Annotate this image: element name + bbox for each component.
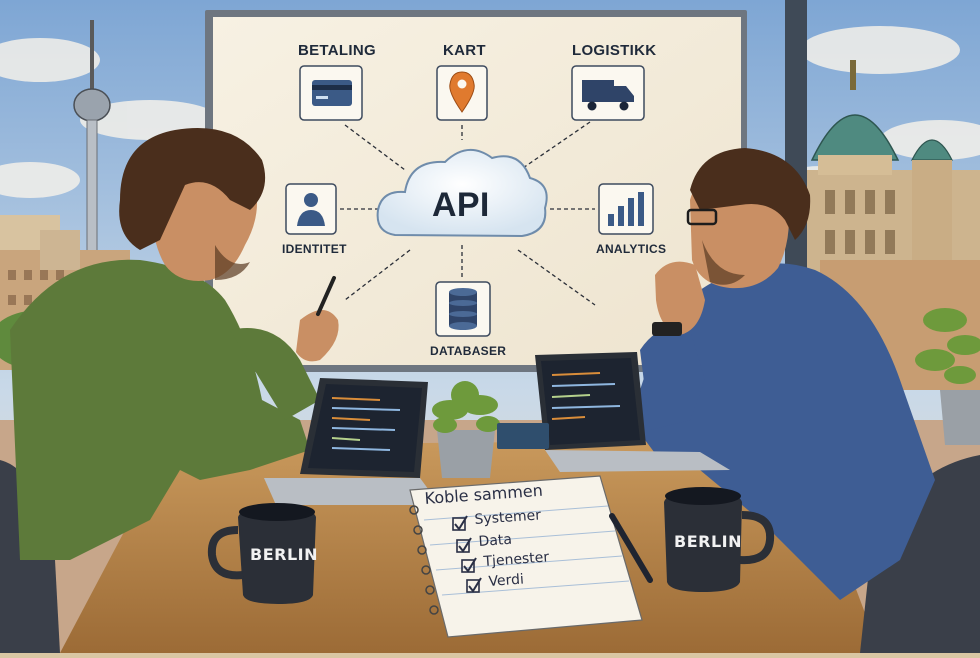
table-plant bbox=[432, 381, 500, 478]
node-label-databaser: DATABASER bbox=[430, 344, 507, 358]
right-person bbox=[630, 148, 935, 600]
api-label: API bbox=[432, 186, 490, 224]
right-mug bbox=[664, 487, 775, 592]
api-cloud bbox=[376, 149, 548, 238]
left-mug bbox=[207, 503, 316, 604]
node-label-analytics: ANALYTICS bbox=[596, 242, 667, 256]
user-icon bbox=[285, 183, 337, 235]
right-laptop bbox=[535, 352, 730, 472]
spiral-notebook bbox=[409, 475, 643, 638]
node-label-logistikk: LOGISTIKK bbox=[572, 42, 657, 59]
left-person bbox=[10, 128, 339, 560]
node-label-identitet: IDENTITET bbox=[282, 242, 347, 256]
truck-icon bbox=[571, 65, 645, 121]
pen bbox=[609, 513, 653, 583]
right-chair bbox=[860, 455, 980, 653]
node-label-betaling: BETALING bbox=[298, 42, 376, 59]
bar-chart-icon bbox=[598, 183, 654, 235]
right-mug-text: BERLIN bbox=[674, 532, 742, 551]
window-plant bbox=[915, 308, 980, 445]
left-mug-text: BERLIN bbox=[250, 545, 318, 564]
left-laptop bbox=[264, 378, 440, 505]
map-pin-icon bbox=[436, 65, 488, 121]
node-label-kart: KART bbox=[443, 42, 486, 59]
database-icon bbox=[435, 281, 491, 337]
connector-lines bbox=[340, 121, 596, 306]
credit-card-icon bbox=[299, 65, 363, 121]
book-stack bbox=[497, 423, 549, 449]
notebook-item-verdi: Verdi bbox=[488, 571, 525, 590]
window-frame bbox=[785, 0, 807, 330]
notebook-item-data: Data bbox=[478, 531, 513, 550]
